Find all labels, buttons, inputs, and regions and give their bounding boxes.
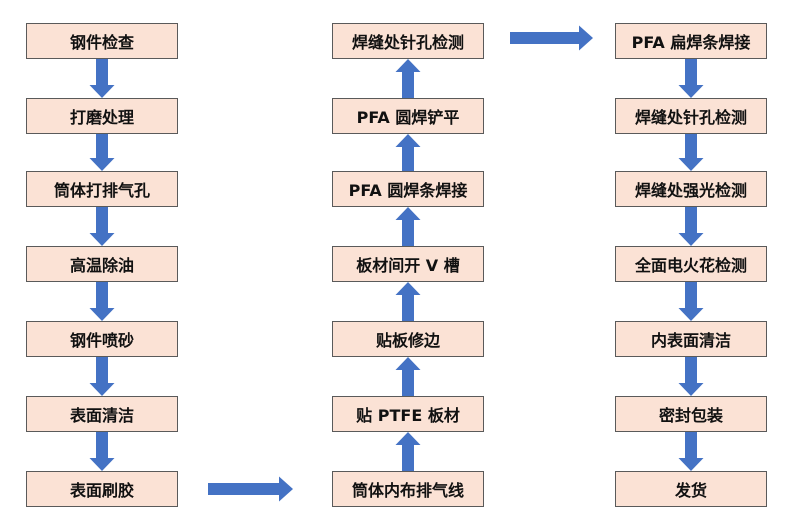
arrow-down-col3-1	[678, 59, 704, 98]
step-apply-ptfe-sheet: 贴 PTFE 板材	[332, 396, 484, 432]
step-lay-vent-lines: 筒体内布排气线	[332, 471, 484, 507]
arrow-down-col1-3	[89, 207, 115, 246]
step-seam-pinhole-test: 焊缝处针孔检测	[332, 23, 484, 59]
arrow-up-col2-6	[395, 432, 421, 471]
step-sealed-packaging: 密封包装	[615, 396, 767, 432]
arrow-up-col2-1	[395, 59, 421, 98]
arrow-up-col2-5	[395, 357, 421, 396]
arrow-down-col3-2	[678, 134, 704, 171]
arrow-col2-to-col3	[510, 25, 593, 51]
step-seam-pinhole-test-2: 焊缝处针孔检测	[615, 98, 767, 134]
arrow-down-col3-6	[678, 432, 704, 471]
arrow-down-col1-4	[89, 282, 115, 321]
arrow-down-col3-3	[678, 207, 704, 246]
arrow-up-col2-3	[395, 207, 421, 246]
arrow-down-col1-5	[89, 357, 115, 396]
step-shipping: 发货	[615, 471, 767, 507]
arrow-down-col1-2	[89, 134, 115, 171]
step-round-weld-leveling: PFA 圆焊铲平	[332, 98, 484, 134]
step-v-groove: 板材间开 V 槽	[332, 246, 484, 282]
step-strong-light-test: 焊缝处强光检测	[615, 171, 767, 207]
step-spark-test: 全面电火花检测	[615, 246, 767, 282]
step-drill-vent-holes: 筒体打排气孔	[26, 171, 178, 207]
step-steel-inspection: 钢件检查	[26, 23, 178, 59]
arrow-col1-to-col2	[208, 476, 293, 502]
arrow-down-col3-5	[678, 357, 704, 396]
step-grinding: 打磨处理	[26, 98, 178, 134]
arrow-up-col2-2	[395, 134, 421, 171]
step-surface-cleaning: 表面清洁	[26, 396, 178, 432]
step-inner-cleaning: 内表面清洁	[615, 321, 767, 357]
step-trim-edges: 贴板修边	[332, 321, 484, 357]
step-round-rod-welding: PFA 圆焊条焊接	[332, 171, 484, 207]
step-degreasing: 高温除油	[26, 246, 178, 282]
arrow-down-col1-6	[89, 432, 115, 471]
step-glue-brushing: 表面刷胶	[26, 471, 178, 507]
arrow-down-col3-4	[678, 282, 704, 321]
arrow-down-col1-1	[89, 59, 115, 98]
step-sandblasting: 钢件喷砂	[26, 321, 178, 357]
step-flat-rod-welding: PFA 扁焊条焊接	[615, 23, 767, 59]
arrow-up-col2-4	[395, 282, 421, 321]
